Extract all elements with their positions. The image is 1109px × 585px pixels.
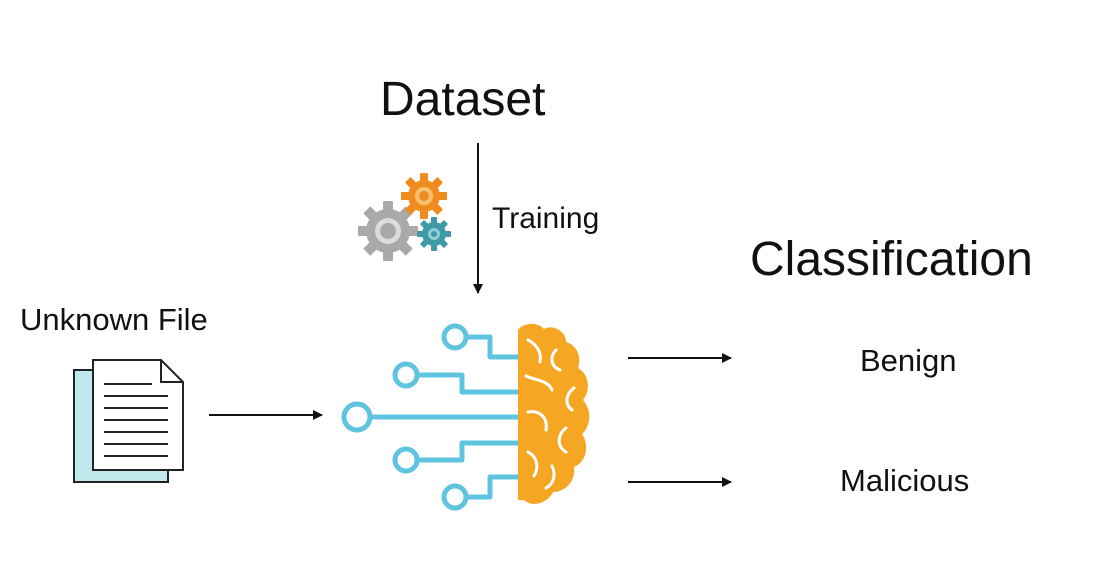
- dataset-label: Dataset: [380, 73, 546, 126]
- document-icon: [73, 359, 184, 483]
- unknown-file-label: Unknown File: [20, 302, 208, 337]
- classification-label: Classification: [750, 233, 1033, 286]
- benign-label: Benign: [860, 343, 957, 378]
- training-label: Training: [492, 202, 600, 235]
- brain-circuit-icon: [341, 323, 590, 511]
- malicious-label: Malicious: [840, 463, 970, 498]
- gears-icon: [358, 173, 451, 261]
